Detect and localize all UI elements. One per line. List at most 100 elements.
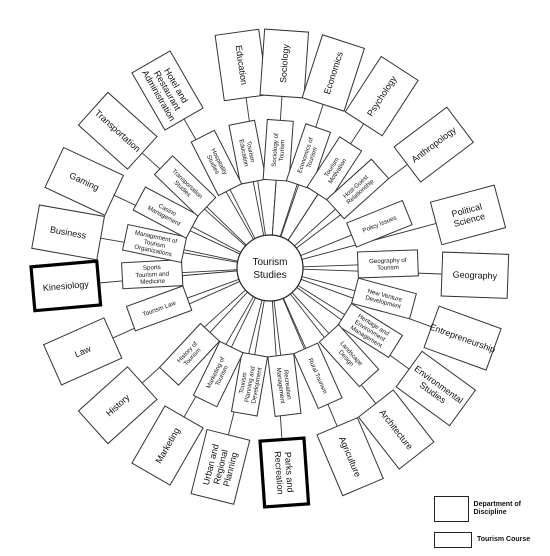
course-label: Sociology ofTourism — [271, 133, 287, 168]
discipline-box — [429, 184, 507, 246]
discipline-label: Geography — [452, 270, 497, 282]
discipline-node-psychology: Psychology — [344, 55, 419, 137]
discipline-node-entrepreneurship: Entrepreneurship — [423, 305, 502, 371]
legend-swatch-course — [434, 532, 472, 548]
course-node-economics-of-tourism: Economics ofTourism — [285, 123, 332, 190]
course-label: RecreationManagement — [275, 366, 293, 404]
discipline-node-marketing: Marketing — [131, 405, 204, 486]
course-node-casino-management: CasinoManagement — [132, 186, 200, 239]
discipline-node-urban-and-regional-planning: Urban andRegionalPlanning — [190, 428, 251, 505]
course-node-new-venture-development: New VentureDevelopment — [351, 277, 417, 320]
course-node-history-of-tourism: History ofTourism — [158, 322, 221, 386]
course-box — [190, 129, 243, 197]
course-box — [326, 158, 390, 220]
legend-item-course: Tourism Course — [434, 532, 530, 548]
discipline-box — [440, 251, 510, 299]
course-node-host-guest-relationship: Host-GuestRelationship — [326, 158, 390, 220]
discipline-node-political-science: PoliticalScience — [429, 184, 507, 246]
discipline-box — [423, 305, 502, 371]
course-box — [356, 249, 419, 279]
legend: Department of Discipline Tourism Course — [434, 496, 548, 554]
course-box — [351, 277, 417, 320]
course-node-geography-of-tourism: Geography ofTourism — [356, 249, 419, 279]
course-box — [267, 353, 302, 418]
discipline-box — [31, 204, 105, 261]
discipline-node-history: History — [77, 366, 158, 445]
course-box — [318, 324, 380, 388]
discipline-box — [44, 146, 125, 216]
discipline-label: Sociology — [278, 43, 291, 83]
legend-label-department: Department of Discipline — [473, 501, 521, 516]
course-node-tourism-education: TourismEducation — [228, 119, 267, 185]
course-box — [153, 155, 217, 217]
course-node-management-of-tourism-organizations: Management ofTourismOrganizations — [121, 223, 188, 264]
discipline-label: Kinesiology — [42, 279, 89, 293]
course-node-sports-tourism-and-medicine: SportsTourism andMedicine — [121, 259, 184, 290]
course-box — [346, 199, 413, 248]
course-node-transportation-studies: TransportationStudies — [153, 155, 217, 217]
course-box — [121, 259, 184, 290]
course-box — [337, 302, 404, 359]
course-node-rural-tourism: Rural Tourism — [293, 342, 343, 410]
course-box — [125, 285, 193, 332]
course-box — [132, 186, 200, 239]
discipline-node-architecture: Architecture — [357, 389, 435, 470]
course-box — [230, 351, 269, 417]
course-box — [192, 340, 244, 408]
course-node-policy-issues: Policy Issues — [346, 199, 413, 248]
discipline-node-gaming: Gaming — [44, 146, 125, 216]
discipline-label: Parks andRecreation — [273, 450, 296, 495]
legend-swatch-department — [434, 496, 469, 522]
course-box — [285, 123, 332, 190]
discipline-node-sociology: Sociology — [259, 28, 310, 99]
discipline-box — [259, 28, 310, 99]
discipline-box — [357, 389, 435, 470]
discipline-box — [42, 317, 123, 386]
discipline-box — [316, 417, 384, 497]
course-node-marketing-of-tourism: Marketing ofTourism — [192, 340, 244, 408]
course-box — [158, 322, 221, 386]
discipline-node-transportation: Transportation — [77, 91, 158, 170]
discipline-ring: Education Sociology EconomicsPsychologyAnt… — [29, 28, 510, 509]
discipline-node-business: Business — [31, 204, 105, 261]
center-title-line1: Tourism — [252, 257, 287, 268]
course-label: SportsTourism andMedicine — [135, 264, 170, 287]
discipline-node-parks-and-recreation: Parks andRecreation — [258, 436, 311, 509]
course-node-tourism-law: Tourism Law — [125, 285, 193, 332]
center-node: Tourism Studies — [236, 234, 304, 302]
course-node-recreation-management: RecreationManagement — [267, 353, 302, 418]
discipline-node-hotel-and-restaurant-administration: Hotel andRestaurantAdministration — [131, 50, 204, 131]
discipline-box — [29, 259, 103, 313]
discipline-box — [131, 50, 204, 131]
discipline-node-kinesiology: Kinesiology — [29, 259, 103, 313]
center-title-line2: Studies — [253, 270, 286, 281]
course-box — [262, 118, 294, 182]
discipline-box — [131, 405, 204, 486]
discipline-box — [395, 350, 477, 427]
course-box — [306, 136, 363, 202]
course-node-tourism-planning-and-development: TourismPlanning andDevelopment — [230, 351, 269, 417]
discipline-node-geography: Geography — [440, 251, 510, 299]
discipline-box — [77, 366, 158, 445]
course-box — [228, 119, 267, 185]
course-node-tourism-motivation: TourismMotivation — [306, 136, 363, 202]
legend-item-department: Department of Discipline — [434, 496, 548, 522]
discipline-box — [344, 55, 419, 137]
course-box — [293, 342, 343, 410]
discipline-node-agriculture: Agriculture — [316, 417, 384, 497]
course-node-hospitality-studies: HospitalityStudies — [190, 129, 243, 197]
discipline-node-economics: Economics — [301, 34, 366, 112]
discipline-label: Urban andRegionalPlanning — [201, 443, 240, 491]
discipline-node-anthropology: Anthropology — [393, 106, 474, 183]
course-node-heritage-and-environment-management: Heritage andEnvironmentManagement — [337, 302, 404, 359]
discipline-box — [258, 436, 311, 509]
discipline-box — [190, 428, 251, 505]
course-box — [121, 223, 188, 264]
discipline-node-education: Education — [214, 28, 269, 102]
course-label: Geography ofTourism — [369, 257, 407, 272]
discipline-box — [77, 91, 158, 170]
discipline-node-law: Law — [42, 317, 123, 386]
legend-label-course: Tourism Course — [477, 536, 531, 543]
